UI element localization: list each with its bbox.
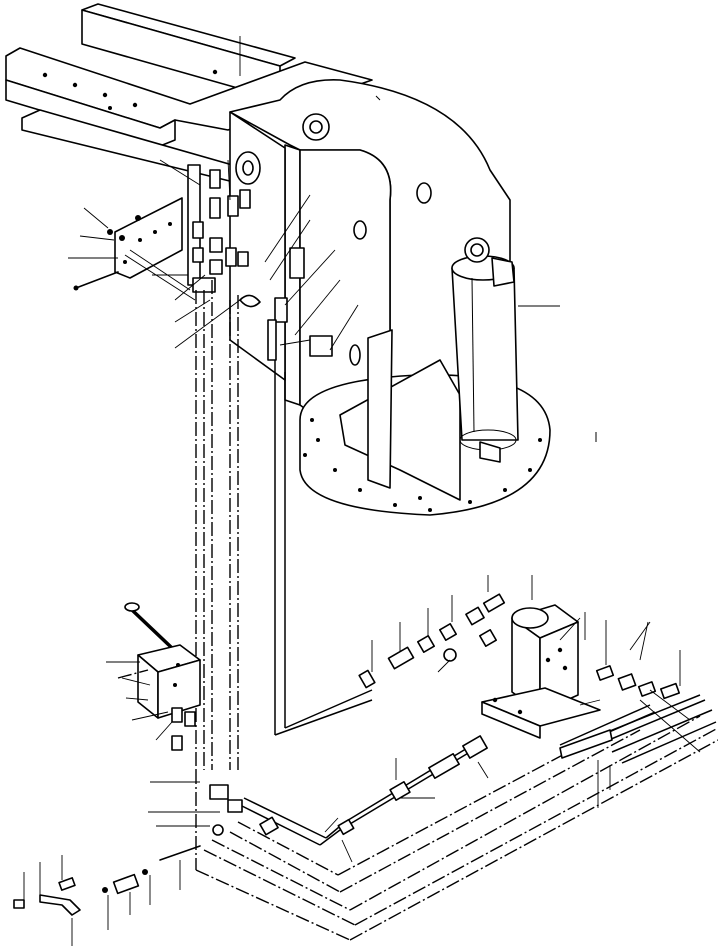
hydraulic-pump-block [481, 575, 601, 739]
control-valve-lever [106, 602, 220, 827]
swing-post-plate [229, 79, 551, 516]
fittings-and-fasteners-lower [13, 575, 701, 946]
fittings-and-fasteners-upper [68, 151, 359, 361]
hydraulic-cylinder [451, 237, 560, 463]
reference-marks [375, 95, 597, 442]
hose-assembly-vertical [195, 280, 373, 770]
